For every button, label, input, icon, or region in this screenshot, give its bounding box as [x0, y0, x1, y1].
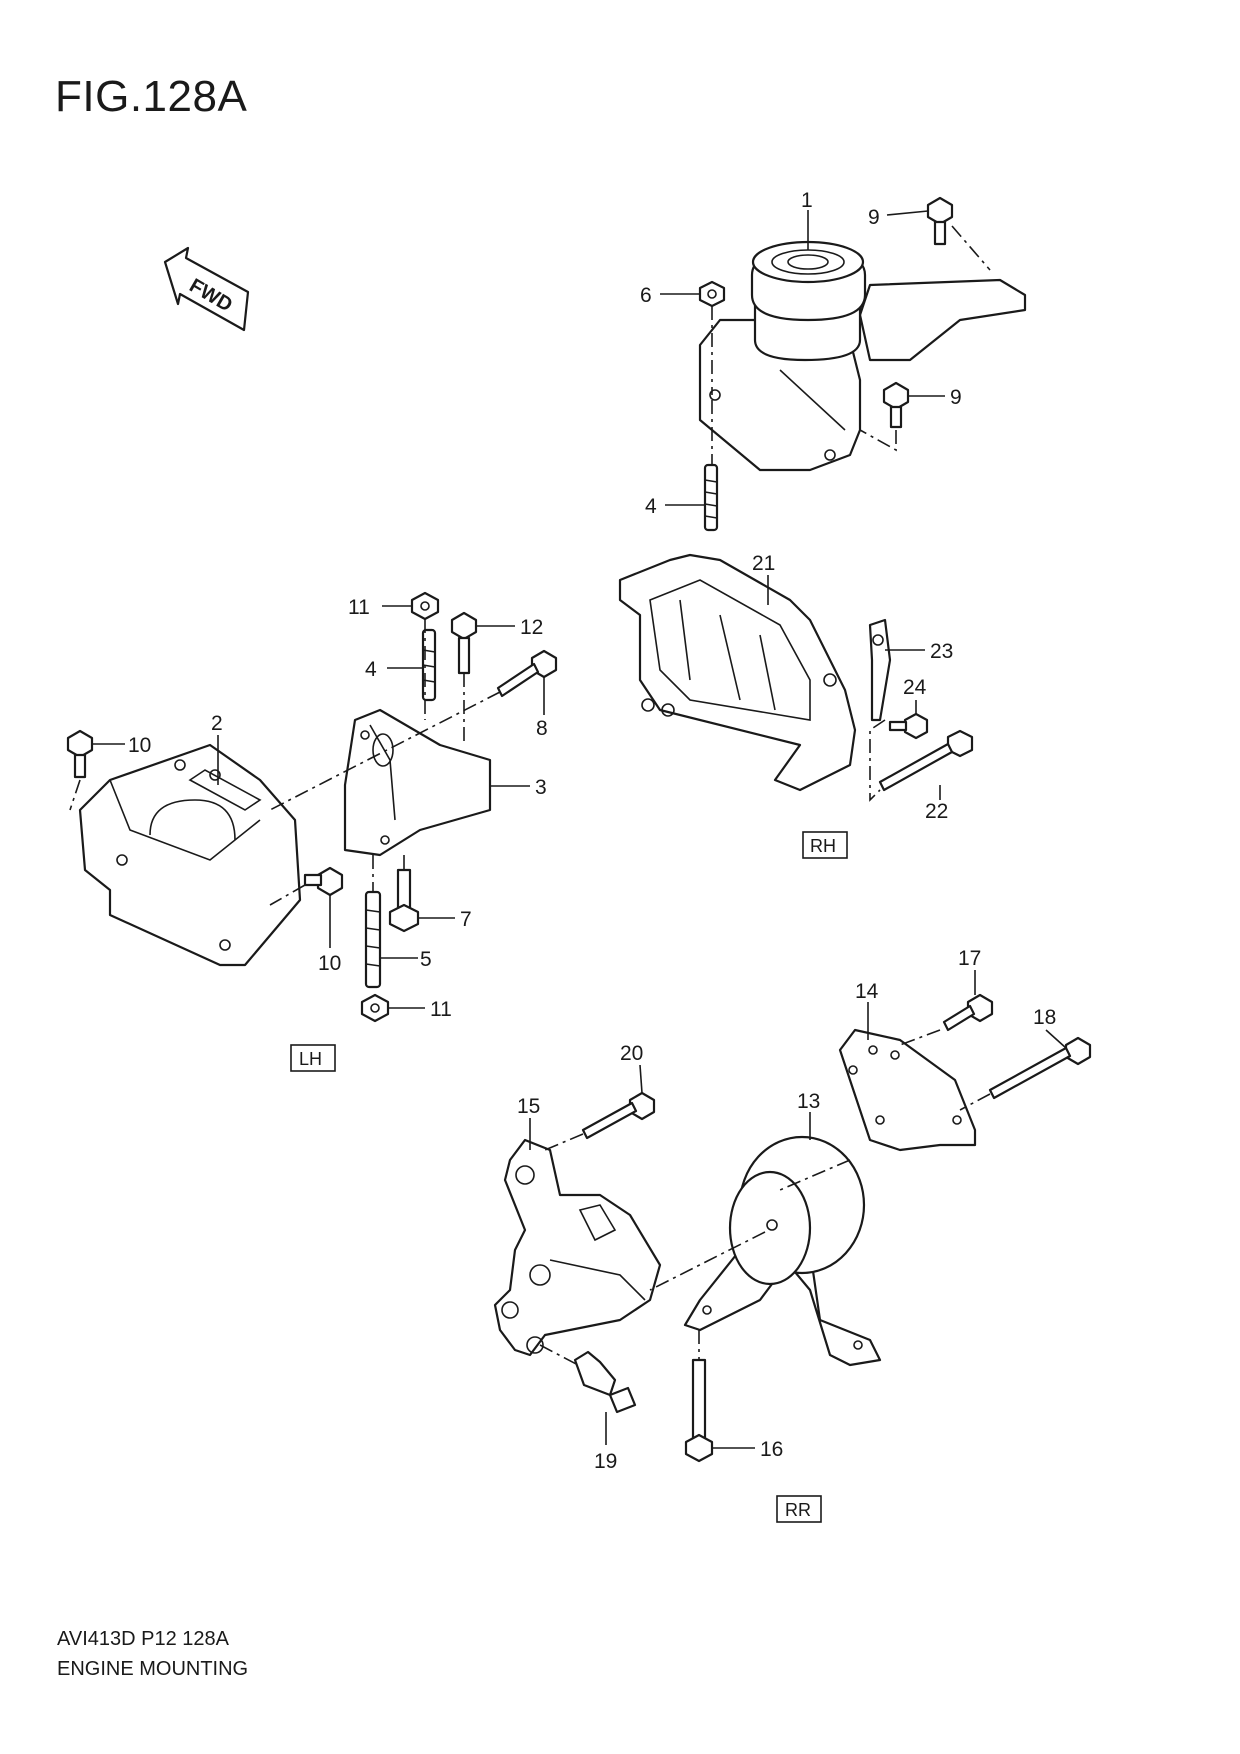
callout-17: 17: [958, 947, 981, 970]
group-label-rr-text: RR: [785, 1500, 811, 1520]
callout-4: 4: [645, 495, 657, 518]
callout-23: 23: [930, 640, 953, 663]
group-label-rh: RH: [802, 831, 848, 859]
callout-24: 24: [903, 676, 927, 699]
part-10-bolt-lower: [303, 866, 344, 897]
callout-15: 15: [517, 1095, 540, 1118]
group-label-lh-text: LH: [299, 1049, 322, 1069]
callout-6: 6: [640, 284, 652, 307]
callout-16: 16: [760, 1438, 783, 1461]
part-20-bolt: [581, 1091, 656, 1140]
callout-14: 14: [855, 980, 879, 1003]
callout-11: 11: [348, 596, 370, 619]
assembly-lines: [69, 225, 991, 1366]
callout-12: 12: [520, 616, 543, 639]
part-9-bolt-lower: [882, 381, 910, 429]
group-label-rh-text: RH: [810, 836, 836, 856]
part-6-nut: [698, 280, 726, 308]
part-22-long-bolt: [878, 729, 974, 792]
callout-labels: 1 6 9 9 4 21 23 24 22 11 12 4 8 10 2 3 7…: [128, 189, 1056, 1473]
group-label-rr: RR: [776, 1495, 822, 1523]
part-16-bolt: [684, 1358, 714, 1463]
part-3-bracket-lh: [343, 708, 492, 857]
part-11-nut-upper: [410, 591, 440, 621]
part-8-bolt: [496, 649, 558, 698]
callout-19: 19: [594, 1450, 617, 1473]
part-14-plate: [838, 1028, 977, 1152]
part-21-bracket-rh: [618, 553, 857, 792]
part-4-stud-rh: [703, 463, 719, 532]
callout-18: 18: [1033, 1006, 1056, 1029]
part-23-stay: [868, 618, 892, 722]
callout-10: 10: [318, 952, 341, 975]
callout-3: 3: [535, 776, 547, 799]
callout-1: 1: [801, 189, 813, 212]
callout-20: 20: [620, 1042, 643, 1065]
part-15-bracket-rr: [493, 1138, 662, 1357]
callout-11: 11: [430, 998, 452, 1021]
callout-21: 21: [752, 552, 775, 575]
group-label-lh: LH: [290, 1044, 336, 1072]
leader-lines: [92, 210, 1067, 1449]
footer-section-name: ENGINE MOUNTING: [57, 1658, 249, 1680]
part-7-bolt: [388, 868, 420, 933]
callout-7: 7: [460, 908, 472, 931]
part-9-bolt-upper: [926, 196, 954, 246]
callout-13: 13: [797, 1090, 820, 1113]
callout-9: 9: [868, 206, 880, 229]
part-18-bolt: [988, 1036, 1092, 1100]
footer-figure-code: AVI413D P12 128A: [57, 1628, 229, 1650]
callout-5: 5: [420, 948, 432, 971]
part-2-bracket-lh: [78, 743, 302, 967]
part-5-stud: [364, 890, 382, 989]
part-19-bolt: [573, 1350, 637, 1414]
part-10-bolt-left: [66, 729, 94, 779]
part-1-engine-mount-rh: [698, 240, 1027, 472]
part-24-bolt: [888, 712, 929, 740]
figure-title: FIG.128A: [55, 72, 248, 121]
callout-4: 4: [365, 658, 377, 681]
callout-10: 10: [128, 734, 151, 757]
callout-22: 22: [925, 800, 948, 823]
part-11-nut-lower: [360, 993, 390, 1023]
part-13-mount-rr: [683, 1135, 882, 1367]
fwd-arrow-icon: FWD: [163, 246, 250, 332]
callout-2: 2: [211, 712, 223, 735]
callout-8: 8: [536, 717, 548, 740]
callout-9: 9: [950, 386, 962, 409]
part-17-bolt: [942, 993, 994, 1032]
part-12-bolt: [450, 611, 478, 675]
